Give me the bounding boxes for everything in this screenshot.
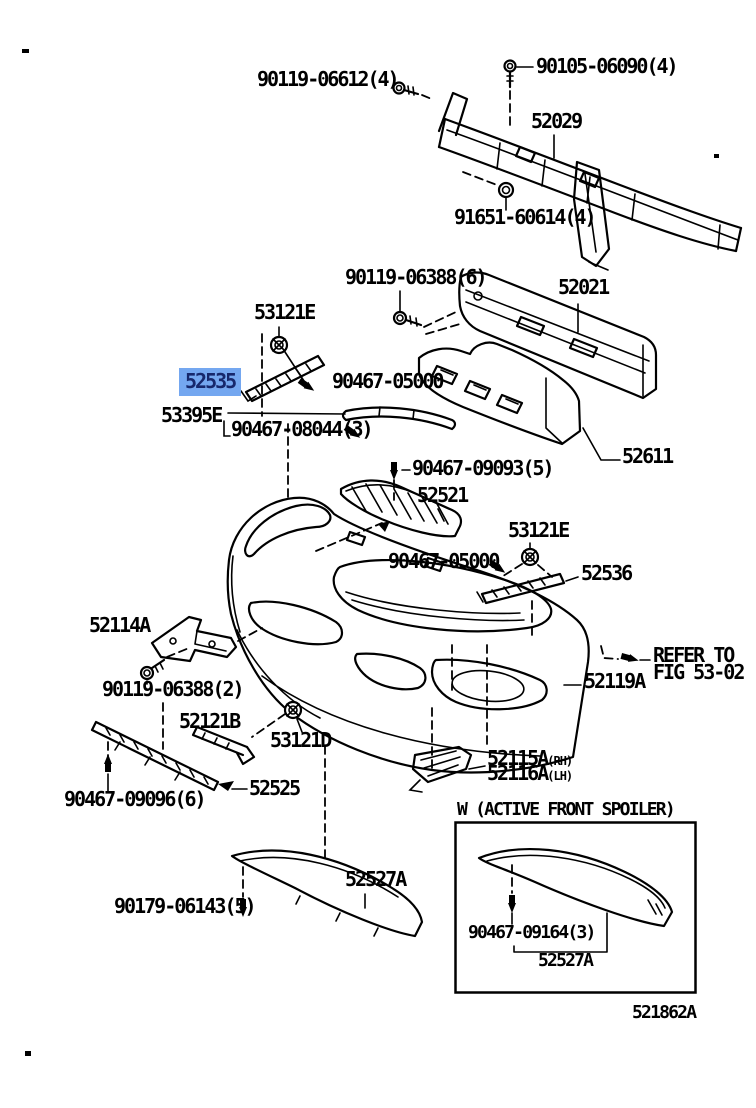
part-label-52536[interactable]: 52536: [581, 561, 633, 585]
part-drawing-52115A: [408, 745, 486, 793]
fastener-label-53121D[interactable]: 53121D: [270, 728, 332, 752]
fastener-label-53121E-b[interactable]: 53121E: [508, 518, 570, 542]
part-label-52029[interactable]: 52029: [531, 109, 583, 133]
fastener-label-90467-09096[interactable]: 90467-09096(6): [64, 787, 207, 811]
part-drawing-52121B: [191, 725, 256, 766]
part-label-53395E[interactable]: 53395E: [161, 403, 223, 427]
refer-note-line2[interactable]: FIG 53-02: [653, 660, 745, 684]
clip-icon: [488, 559, 506, 573]
part-drawing-52021: [458, 271, 658, 400]
inset-title: W (ACTIVE FRONT SPOILER): [457, 799, 676, 820]
leader-line: [451, 644, 488, 746]
part-label-52121B[interactable]: 52121B: [179, 709, 241, 733]
inset-box: [454, 821, 697, 994]
clip-icon: [620, 653, 639, 662]
nut-icon: [251, 700, 303, 738]
fastener-label-90119-06388-6[interactable]: 90119-06388(6): [345, 265, 488, 289]
part-label-52535-selected[interactable]: 52535: [179, 368, 242, 396]
fastener-label-90467-09093[interactable]: 90467-09093(5): [412, 456, 555, 480]
part-drawing-52029: [437, 91, 743, 271]
bolt-icon: [392, 81, 435, 101]
fastener-label-90467-05000-a[interactable]: 90467-05000: [332, 369, 444, 393]
fastener-label-91651-60614[interactable]: 91651-60614(4): [454, 205, 597, 229]
bolt-icon: [503, 59, 534, 129]
part-drawing-52114A: [150, 615, 263, 663]
figure-code: 521862A: [632, 1002, 697, 1023]
nut-icon: [462, 171, 515, 211]
part-label-52611[interactable]: 52611: [622, 444, 674, 468]
fastener-label-90467-09164[interactable]: 90467-09164(3): [468, 922, 596, 943]
leader-line: [600, 645, 619, 660]
fastener-label-90119-06388-2[interactable]: 90119-06388(2): [102, 677, 245, 701]
part-label-52021[interactable]: 52021: [558, 275, 610, 299]
clip-icon: [104, 754, 112, 772]
part-drawing-52536: [476, 572, 579, 638]
rh-suffix: (RH): [547, 754, 573, 768]
lh-suffix: (LH): [547, 769, 573, 783]
part-drawing-52535: [240, 351, 326, 403]
fastener-label-90105-06090[interactable]: 90105-06090(4): [536, 54, 679, 78]
clip-icon: [343, 424, 361, 438]
part-label-52115A[interactable]: 52115A(RH): [487, 746, 573, 770]
part-label-52114A[interactable]: 52114A: [89, 613, 151, 637]
leader-line: [324, 707, 433, 863]
fastener-label-90179-06143[interactable]: 90179-06143(5): [114, 894, 257, 918]
part-label-52521[interactable]: 52521: [417, 483, 469, 507]
part-drawing-52527A: [230, 849, 424, 938]
part-drawing-52525: [90, 720, 248, 792]
part-drawing-bumper-cover: [226, 496, 590, 774]
part-label-52527A-inset[interactable]: 52527A: [538, 950, 594, 971]
part-drawing-53395E: [223, 406, 457, 437]
part-drawing-52521: [315, 479, 463, 552]
part-label-52525[interactable]: 52525: [249, 776, 301, 800]
clip-icon: [390, 462, 398, 480]
part-drawing-inset-spoiler: [477, 847, 674, 953]
grommet-icon: [499, 542, 553, 579]
fastener-label-90467-05000-b[interactable]: 90467-05000: [388, 549, 500, 573]
part-label-52116A[interactable]: 52116A(LH): [487, 761, 573, 785]
fastener-label-53121E-a[interactable]: 53121E: [254, 300, 316, 324]
clip-icon: [297, 377, 315, 391]
part-label-52527A[interactable]: 52527A: [345, 867, 407, 891]
grommet-icon: [269, 326, 289, 355]
clip-icon: [508, 895, 516, 913]
fastener-label-90467-08044[interactable]: 90467-08044(3): [231, 417, 374, 441]
part-drawing-52611: [417, 341, 621, 461]
registration-marks: [22, 49, 719, 1056]
bolt-icon: [392, 290, 461, 335]
part-label-52119A[interactable]: 52119A: [584, 669, 646, 693]
clip-icon: [239, 899, 247, 917]
fastener-label-90119-06612[interactable]: 90119-06612(4): [257, 67, 400, 91]
bolt-icon: [139, 647, 190, 685]
refer-note-line1[interactable]: REFER TO: [653, 643, 735, 667]
